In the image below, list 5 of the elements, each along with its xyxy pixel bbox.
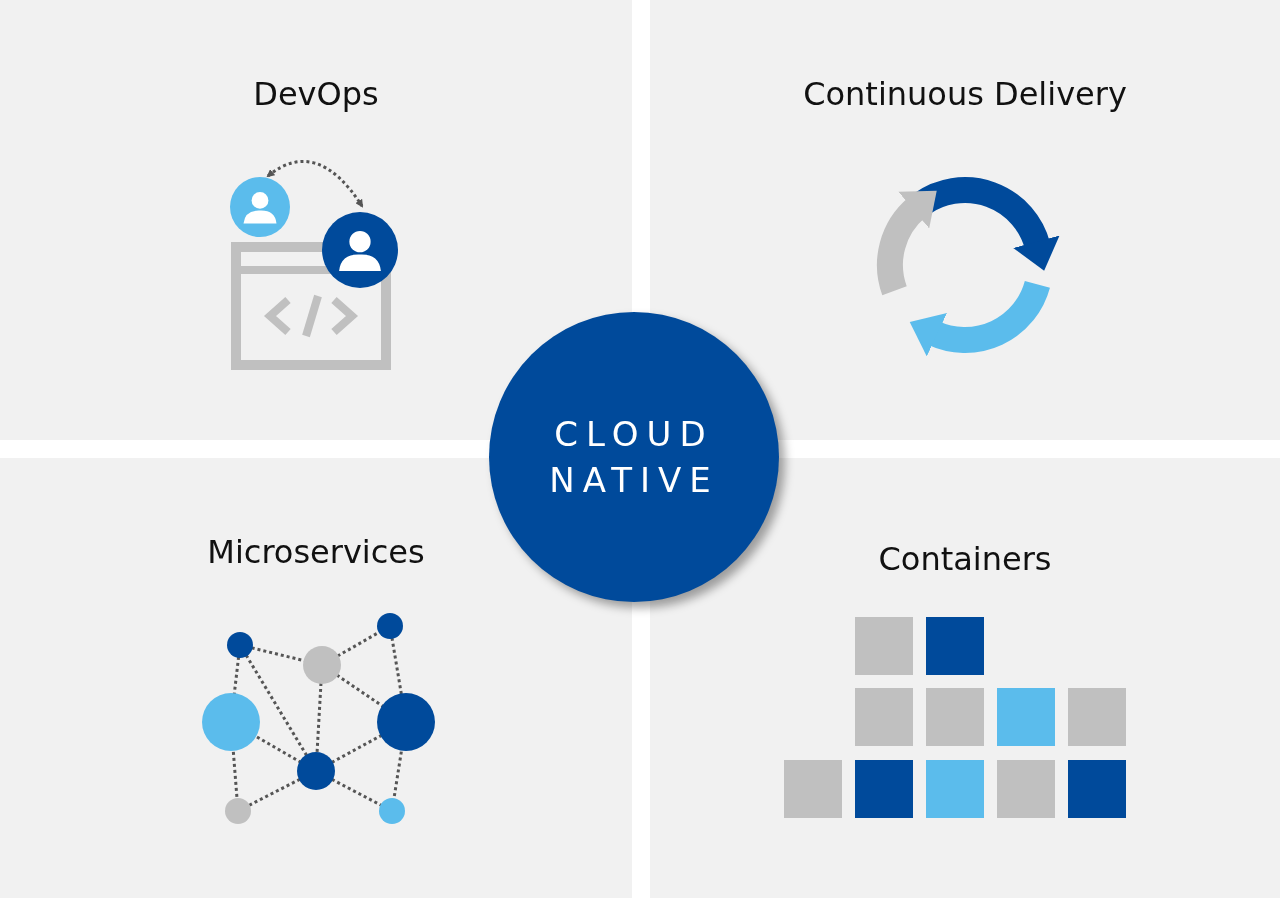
panel-title: DevOps xyxy=(253,75,379,113)
panel-title: Microservices xyxy=(207,533,425,571)
circle-title: CLOUD NATIVE xyxy=(549,413,719,502)
panel-title: Continuous Delivery xyxy=(803,75,1127,113)
panel-title: Containers xyxy=(878,540,1052,578)
